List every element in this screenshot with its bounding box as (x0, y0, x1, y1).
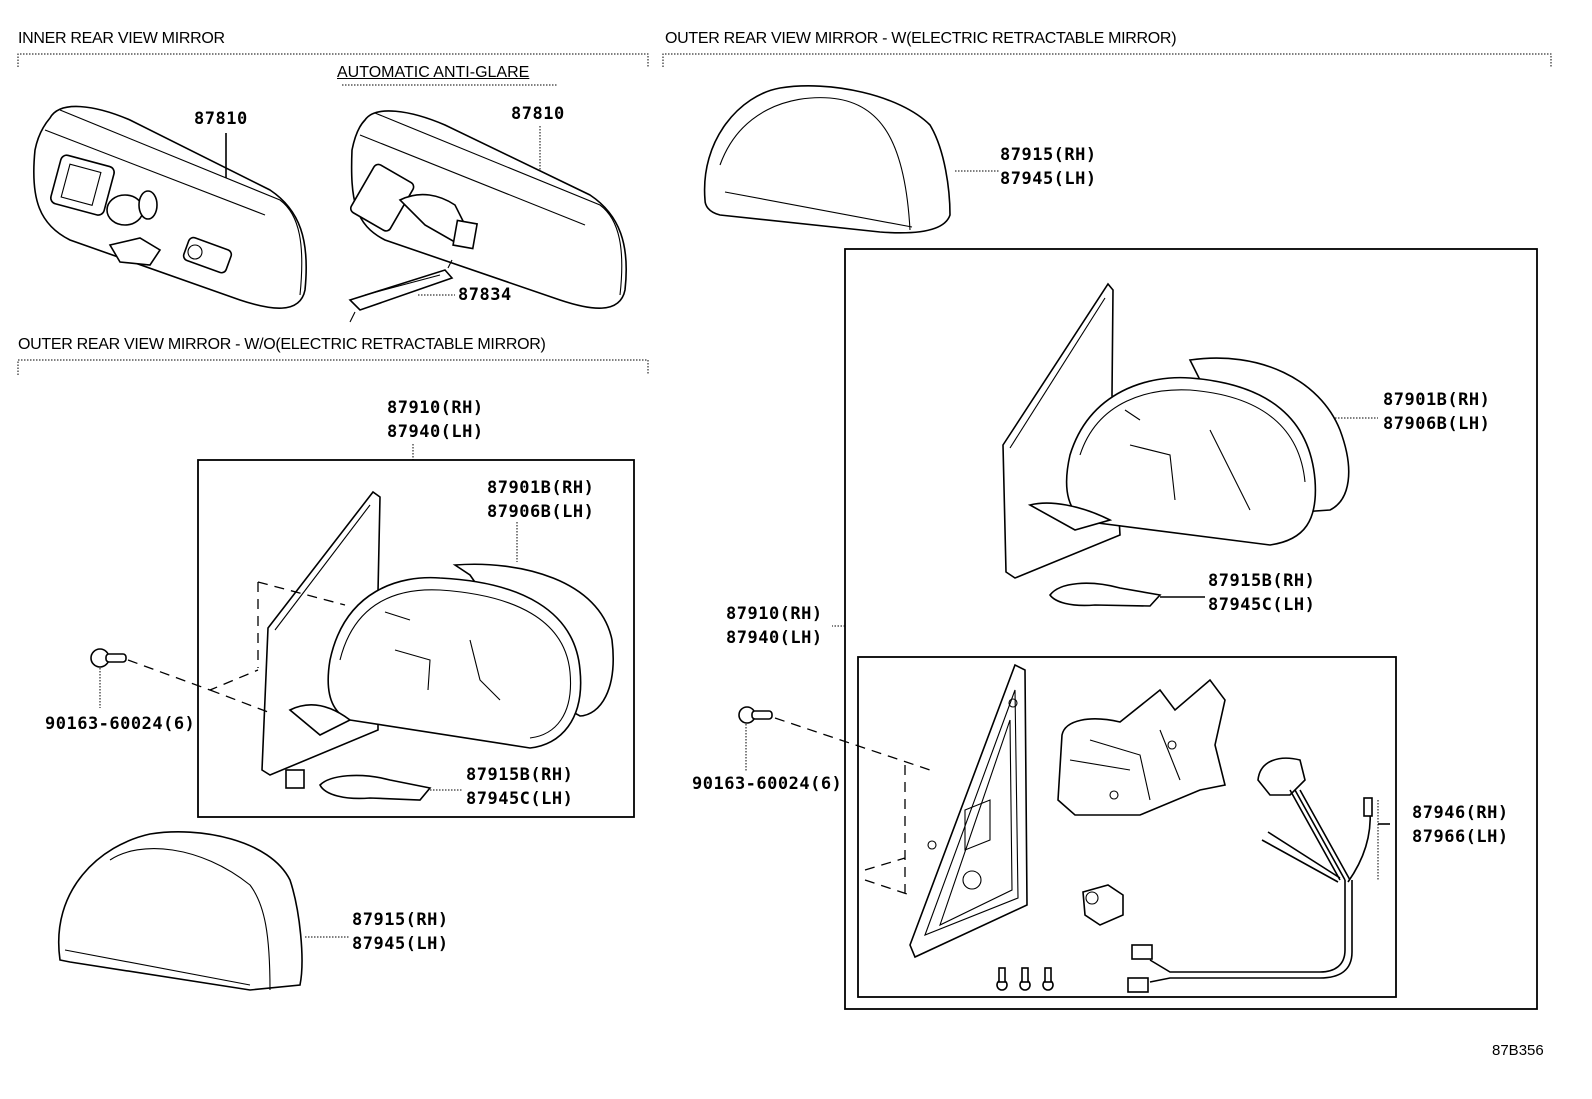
bolt-guide-lines-without (127, 581, 346, 713)
part-label-glass-with[interactable]: 87901B(RH) 87906B(LH) (1383, 388, 1490, 436)
part-number-rh[interactable]: 87910(RH) (726, 604, 823, 624)
connector-block[interactable] (1082, 884, 1124, 926)
part-number-rh[interactable]: 87915(RH) (1000, 145, 1097, 165)
section-bracket-outer-with (662, 53, 1552, 67)
part-number-rh[interactable]: 87901B(RH) (1383, 390, 1491, 410)
outer-mirror-with-assembly[interactable] (1002, 282, 1350, 607)
part-number-rh[interactable]: 87915B(RH) (1208, 571, 1316, 591)
mirror-cover-without[interactable] (57, 831, 303, 991)
part-number-rh[interactable]: 87910(RH) (387, 398, 484, 418)
diagram-code: 87B356 (1492, 1042, 1544, 1059)
bolt-guide-lines-with (774, 717, 931, 896)
outer-mirror-without-assembly[interactable] (261, 490, 614, 801)
part-number-lh[interactable]: 87940(LH) (726, 628, 823, 648)
assembly-box-outer-with (844, 248, 1538, 1010)
part-label-87810-standard[interactable]: 87810 (194, 109, 248, 129)
section-bracket-inner-mirror (17, 53, 649, 67)
wire-harness[interactable] (1127, 757, 1373, 993)
bolt-without[interactable] (90, 648, 127, 668)
section-title-outer-with: OUTER REAR VIEW MIRROR - W(ELECTRIC RETR… (665, 30, 1177, 47)
part-number-rh[interactable]: 87915(RH) (352, 910, 449, 930)
inner-mirror-standard[interactable] (32, 105, 308, 309)
mirror-base-bracket[interactable] (909, 663, 1028, 959)
part-number-lh[interactable]: 87945C(LH) (1208, 595, 1316, 615)
inner-mirror-auto-anti-glare[interactable] (349, 110, 628, 309)
part-label-cover-without[interactable]: 87915(RH) 87945(LH) (352, 908, 449, 956)
part-label-assembly-with[interactable]: 87910(RH) 87940(LH) (726, 602, 823, 650)
section-bracket-outer-without (17, 359, 649, 375)
subsection-title-anti-glare: AUTOMATIC ANTI-GLARE (337, 64, 530, 81)
part-label-cover-with[interactable]: 87915(RH) 87945(LH) (1000, 143, 1097, 191)
mounting-screws[interactable] (996, 967, 1054, 991)
part-label-lamp-without[interactable]: 87915B(RH) 87945C(LH) (466, 763, 573, 811)
part-number-rh[interactable]: 87915B(RH) (466, 765, 574, 785)
section-title-inner-mirror: INNER REAR VIEW MIRROR (18, 30, 225, 47)
part-label-lamp-with[interactable]: 87915B(RH) 87945C(LH) (1208, 569, 1315, 617)
part-label-assembly-without[interactable]: 87910(RH) 87940(LH) (387, 396, 484, 444)
part-number-rh[interactable]: 87901B(RH) (487, 478, 595, 498)
part-label-87810-anti-glare[interactable]: 87810 (511, 104, 565, 124)
part-label-bolt-without[interactable]: 90163-60024(6) (45, 714, 196, 734)
part-label-87834[interactable]: 87834 (458, 285, 512, 305)
section-title-outer-without: OUTER REAR VIEW MIRROR - W/O(ELECTRIC RE… (18, 336, 546, 353)
retract-motor[interactable] (1057, 678, 1226, 816)
part-number-lh[interactable]: 87906B(LH) (1383, 414, 1491, 434)
retract-subassembly-box (857, 656, 1397, 998)
part-number-lh[interactable]: 87945(LH) (1000, 169, 1097, 189)
mirror-stay-clip[interactable] (348, 259, 454, 323)
part-number-lh[interactable]: 87906B(LH) (487, 502, 595, 522)
part-number-lh[interactable]: 87945(LH) (352, 934, 449, 954)
part-number-rh[interactable]: 87946(RH) (1412, 803, 1509, 823)
part-number-lh[interactable]: 87940(LH) (387, 422, 484, 442)
part-label-retract-motor[interactable]: 87946(RH) 87966(LH) (1412, 801, 1509, 849)
part-label-glass-without[interactable]: 87901B(RH) 87906B(LH) (487, 476, 594, 524)
part-number-lh[interactable]: 87945C(LH) (466, 789, 574, 809)
part-label-bolt-with[interactable]: 90163-60024(6) (692, 774, 843, 794)
mirror-cover-with[interactable] (703, 85, 951, 234)
part-number-lh[interactable]: 87966(LH) (1412, 827, 1509, 847)
assembly-box-outer-without (197, 459, 635, 818)
bolt-with[interactable] (738, 706, 773, 724)
